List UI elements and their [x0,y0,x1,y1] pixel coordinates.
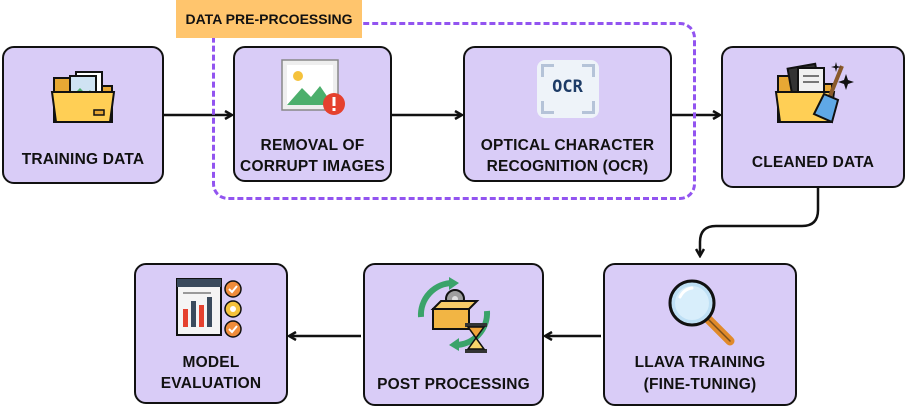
arrow-cleaned-to-llava [700,188,820,255]
node-llava-label-line1: LLAVA TRAINING [634,354,766,371]
node-post-processing: POST PROCESSING [363,263,544,406]
node-llava-label-line2: (FINE-TUNING) [643,376,757,393]
node-training-data: TRAINING DATA [2,46,164,184]
node-llava: LLAVA TRAINING (FINE-TUNING) [603,263,797,406]
node-removal: REMOVAL OF CORRUPT IMAGES [233,46,392,182]
node-removal-label-line1: REMOVAL OF [260,137,365,154]
report-check-icon [176,278,242,338]
preprocessing-group-border [212,22,696,200]
node-cleaned-data-label: CLEANED DATA [751,154,875,171]
ocr-icon: OCR [536,60,599,118]
node-ocr-label-line2: RECOGNITION (OCR) [486,158,649,175]
image-error-icon [280,59,345,115]
clean-folder-icon [774,62,854,124]
ocr-icon-text: OCR [552,77,583,97]
node-ocr: OCR OPTICAL CHARACTER RECOGNITION (OCR) [463,46,672,182]
node-ocr-label-line1: OPTICAL CHARACTER [480,137,655,154]
magnifier-icon [668,279,735,346]
node-model-evaluation-label-line1: MODEL [182,354,240,371]
gear-box-hourglass-icon [417,277,490,353]
node-model-evaluation: MODEL EVALUATION [134,263,288,404]
node-cleaned-data: CLEANED DATA [721,46,905,188]
preprocessing-group-label: DATA PRE-PRCOESSING [176,0,362,38]
folder-icon [50,71,116,123]
node-model-evaluation-label-line2: EVALUATION [160,375,262,392]
node-removal-label-line2: CORRUPT IMAGES [240,158,385,175]
node-post-processing-label: POST PROCESSING [377,376,530,393]
node-training-data-label: TRAINING DATA [21,151,145,168]
